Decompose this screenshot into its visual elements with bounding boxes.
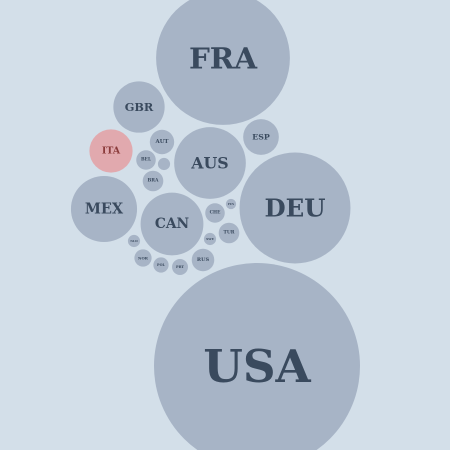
- bubble-swe: [203, 232, 217, 246]
- bubble-label-ita: ITA: [102, 146, 121, 157]
- bubble-label-mex: MEX: [85, 201, 124, 218]
- bubble-label-nor: NOR: [138, 256, 149, 261]
- bubble-aut: [149, 129, 175, 155]
- bubble-label-che: CHE: [210, 211, 221, 216]
- bubble-label-nld: NLD: [130, 239, 138, 243]
- bubble-label-gbr: GBR: [125, 100, 154, 114]
- bubble-label-can: CAN: [155, 216, 190, 232]
- bubble-label-aut: AUT: [155, 139, 169, 145]
- bubble-label-esp: ESP: [252, 133, 270, 142]
- bubble-tur: [218, 222, 240, 244]
- bubble-label-fin: FIN: [228, 202, 235, 206]
- bubble-label-usa: USA: [203, 339, 311, 393]
- bubble-unlabeled: [157, 157, 171, 171]
- bubble-prt: [172, 259, 188, 275]
- bubble-nor: [134, 249, 152, 267]
- bubble-che: [205, 203, 225, 223]
- bubble-aus: [174, 127, 246, 199]
- bubble-bel: [136, 150, 156, 170]
- bubble-label-pol: POL: [157, 263, 166, 267]
- bubble-label-aus: AUS: [190, 154, 228, 173]
- bubble-label-rus: RUS: [197, 257, 210, 263]
- bubble-deu: [239, 152, 351, 264]
- bubble-label-fra: FRA: [189, 41, 258, 76]
- bubble-label-deu: DEU: [264, 194, 325, 223]
- bubble-ita: [89, 129, 133, 173]
- bubble-label-tur: TUR: [223, 230, 234, 236]
- bubble-fra: [156, 0, 290, 125]
- bubble-label-bel: BEL: [141, 158, 151, 163]
- bubble-rus: [191, 248, 215, 272]
- bubble-usa: [154, 263, 360, 450]
- bubble-bra: [142, 170, 164, 192]
- bubble-gbr: [113, 81, 165, 133]
- bubble-pol: [153, 257, 169, 273]
- bubble-label-swe: SWE: [206, 237, 215, 241]
- bubble-can: [140, 192, 204, 256]
- bubble-nld: [127, 234, 141, 248]
- bubble-label-prt: PRT: [176, 265, 184, 269]
- bubble-fin: [225, 198, 237, 210]
- bubble-esp: [243, 119, 279, 155]
- bubble-label-bra: BRA: [147, 178, 159, 184]
- bubble-mex: [70, 175, 138, 243]
